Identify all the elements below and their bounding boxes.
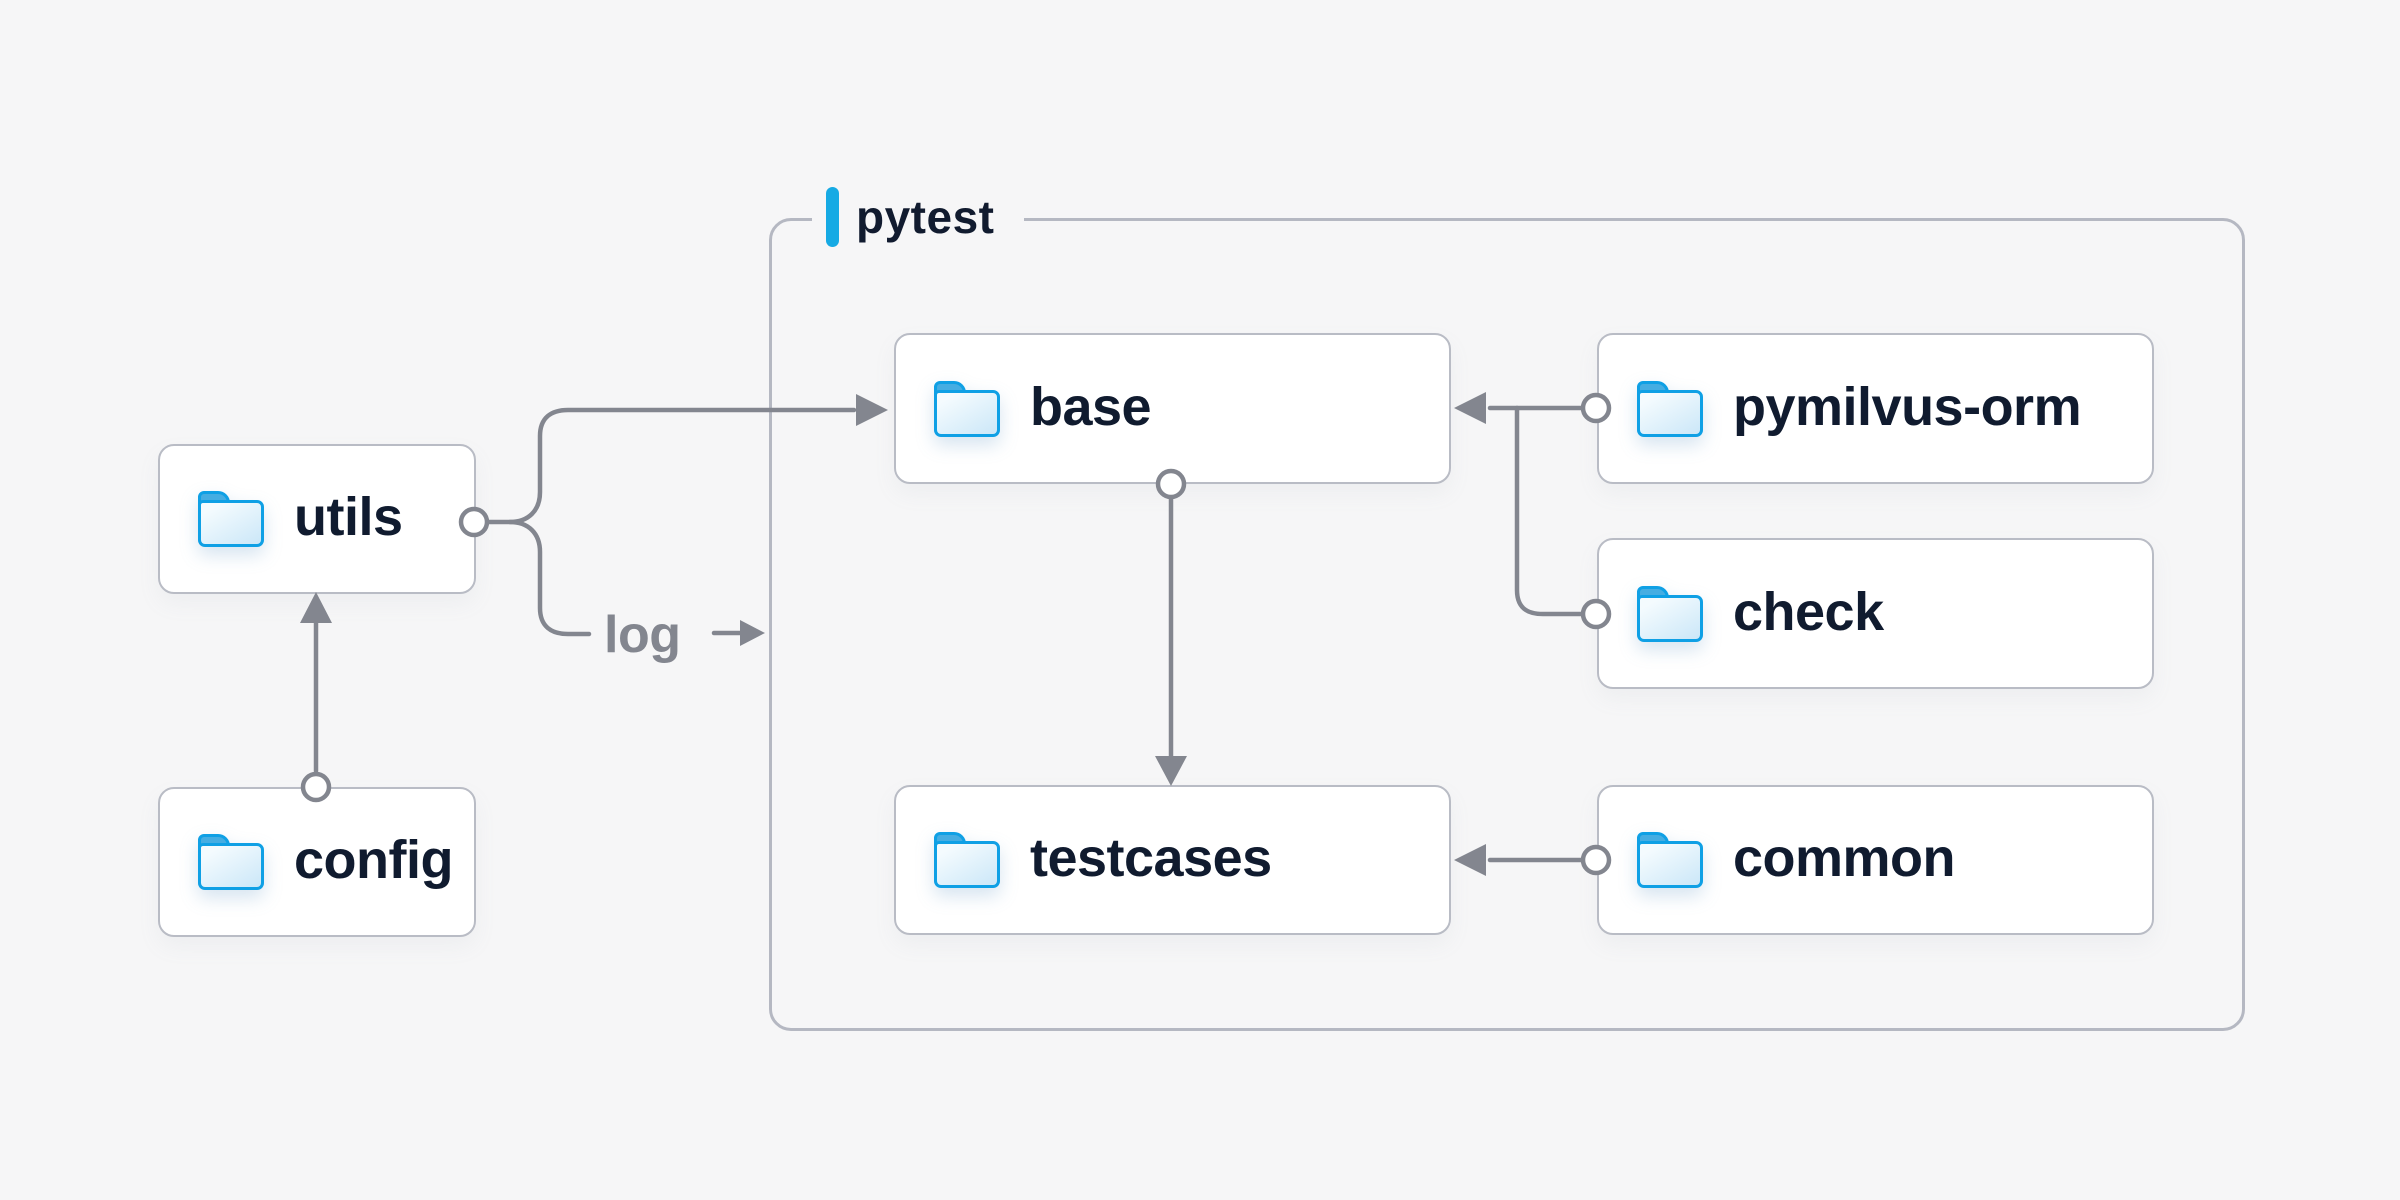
- folder-icon: [198, 491, 264, 547]
- node-label: pymilvus-orm: [1733, 376, 2082, 437]
- edge-utils-to-log: log: [507, 519, 765, 664]
- node-common: common: [1597, 785, 2154, 935]
- node-check: check: [1597, 538, 2154, 689]
- folder-icon: [1637, 585, 1703, 642]
- pytest-group-label: pytest: [812, 185, 1025, 249]
- folder-icon: [1637, 380, 1703, 437]
- arrowhead-up-icon: [300, 592, 332, 623]
- node-label: config: [294, 830, 453, 890]
- accent-bar: [826, 187, 839, 247]
- edge-config-to-utils: [300, 592, 332, 803]
- folder-icon: [934, 380, 1000, 437]
- log-edge-label: log: [604, 606, 680, 664]
- folder-icon: [934, 832, 1000, 888]
- node-label: testcases: [1030, 828, 1272, 888]
- node-config: config: [158, 787, 476, 937]
- pytest-group-frame: [769, 218, 2245, 1031]
- node-label: base: [1030, 376, 1152, 437]
- node-testcases: testcases: [894, 785, 1451, 935]
- folder-icon: [1637, 832, 1703, 888]
- node-utils: utils: [158, 444, 476, 594]
- node-base: base: [894, 333, 1451, 484]
- node-pymilvus-orm: pymilvus-orm: [1597, 333, 2154, 484]
- node-label: utils: [294, 487, 403, 547]
- pytest-group-title: pytest: [856, 191, 995, 243]
- folder-icon: [198, 834, 264, 890]
- arrowhead-right-small-icon: [740, 620, 765, 646]
- node-label: common: [1733, 828, 1956, 888]
- node-label: check: [1733, 581, 1884, 642]
